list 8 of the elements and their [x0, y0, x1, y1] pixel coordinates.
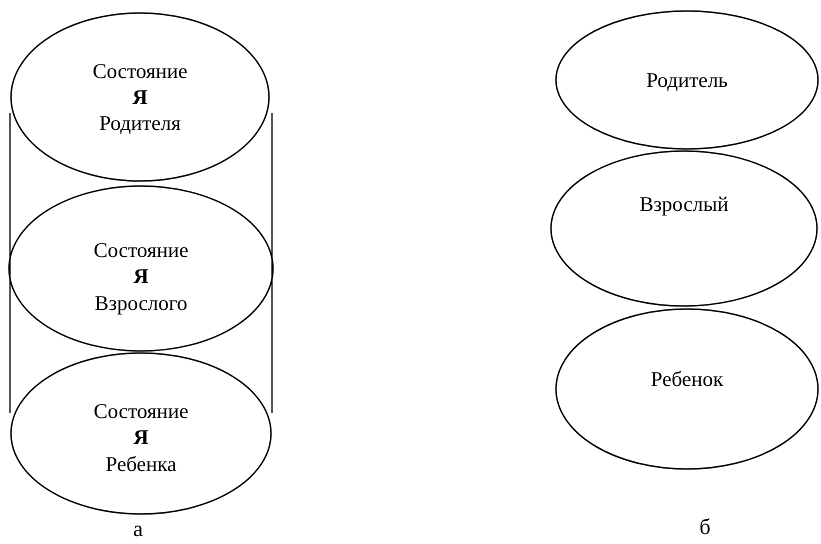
panel-letter: а: [133, 516, 143, 542]
panel-letter: б: [699, 514, 711, 540]
ego-state-label: Состояние Я Родителя: [92, 58, 188, 136]
ego-state-label: Состояние Я Взрослого: [94, 237, 188, 316]
ego-state-label: Взрослый: [640, 191, 728, 218]
ego-state-label: Ребенок: [650, 366, 724, 392]
ego-state-label: Родитель: [646, 66, 728, 94]
ego-state-label: Состояние Я Ребенка: [94, 398, 188, 477]
